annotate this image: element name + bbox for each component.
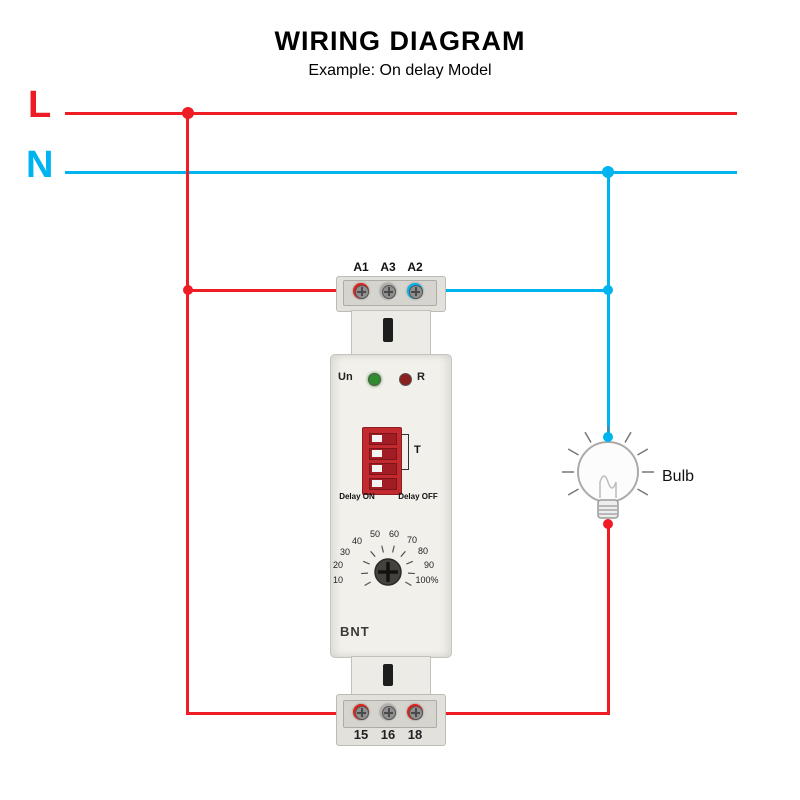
delay-on-label: Delay ON (339, 492, 375, 501)
dip-switch-4 (369, 478, 397, 490)
delay-off-label: Delay OFF (398, 492, 438, 501)
terminal-label-16: 16 (380, 727, 396, 742)
relay-bottom-slot (383, 664, 393, 686)
led-un-indicator (368, 373, 381, 386)
relay-body (330, 354, 452, 658)
dial-tick-60: 60 (388, 529, 399, 539)
live-branch-dot (183, 285, 193, 295)
dial-tick-70: 70 (406, 535, 417, 545)
dial-scale-and-knob (361, 545, 415, 587)
dip-t-label: T (414, 444, 421, 456)
live-wire-horizontal (65, 112, 737, 115)
relay-brand: BNT (340, 624, 370, 639)
led-r-indicator (399, 373, 412, 386)
relay-top-slot (383, 318, 393, 342)
terminal-screw-16 (380, 704, 396, 720)
led-r-label: R (417, 371, 425, 383)
terminal-screw-a1 (353, 283, 369, 299)
neutral-junction-dot (602, 166, 614, 178)
terminal-screw-a2 (407, 283, 423, 299)
dip-switch-2 (369, 448, 397, 460)
neutral-wire-horizontal (65, 171, 737, 174)
neutral-wire-from-a2 (415, 289, 610, 292)
dial-tick-30: 30 (339, 547, 350, 557)
neutral-corner-dot (603, 285, 613, 295)
dial-tick-50: 50 (369, 529, 380, 539)
neutral-line-label: N (26, 144, 54, 186)
terminal-screw-15 (353, 704, 369, 720)
live-wire-to-terminal-15 (186, 712, 362, 715)
bulb-icon (562, 426, 654, 519)
diagram-title: WIRING DIAGRAM (274, 26, 526, 56)
terminal-label-a1: A1 (353, 260, 369, 274)
terminal-label-a2: A2 (407, 260, 423, 274)
dip-switch-block (362, 427, 402, 495)
dial-tick-10: 10 (332, 575, 343, 585)
bulb-neutral-connection-dot (603, 432, 613, 442)
dial-tick-40: 40 (351, 536, 362, 546)
dip-switch-1 (369, 433, 397, 445)
live-wire-to-a1 (186, 289, 362, 292)
dip-t-bracket (402, 434, 409, 470)
neutral-wire-drop-to-bulb (607, 171, 610, 437)
terminal-label-a3: A3 (380, 260, 396, 274)
live-junction-dot (182, 107, 194, 119)
diagram-subtitle: Example: On delay Model (308, 62, 492, 79)
bulb-label: Bulb (662, 468, 695, 485)
terminal-label-18: 18 (407, 727, 423, 742)
dial-tick-20: 20 (332, 560, 343, 570)
live-wire-drop (186, 112, 189, 715)
terminal-screw-18 (407, 704, 423, 720)
switched-wire-to-terminal-18 (415, 712, 610, 715)
bulb-switched-connection-dot (603, 519, 613, 529)
dial-tick-90: 90 (423, 560, 434, 570)
dial-tick-100: 100% (415, 575, 439, 585)
terminal-screw-a3 (380, 283, 396, 299)
terminal-label-15: 15 (353, 727, 369, 742)
dial-tick-80: 80 (417, 546, 428, 556)
dip-switch-3 (369, 463, 397, 475)
led-un-label: Un (338, 371, 353, 383)
live-line-label: L (28, 84, 52, 126)
switched-wire-from-bulb (607, 523, 610, 715)
